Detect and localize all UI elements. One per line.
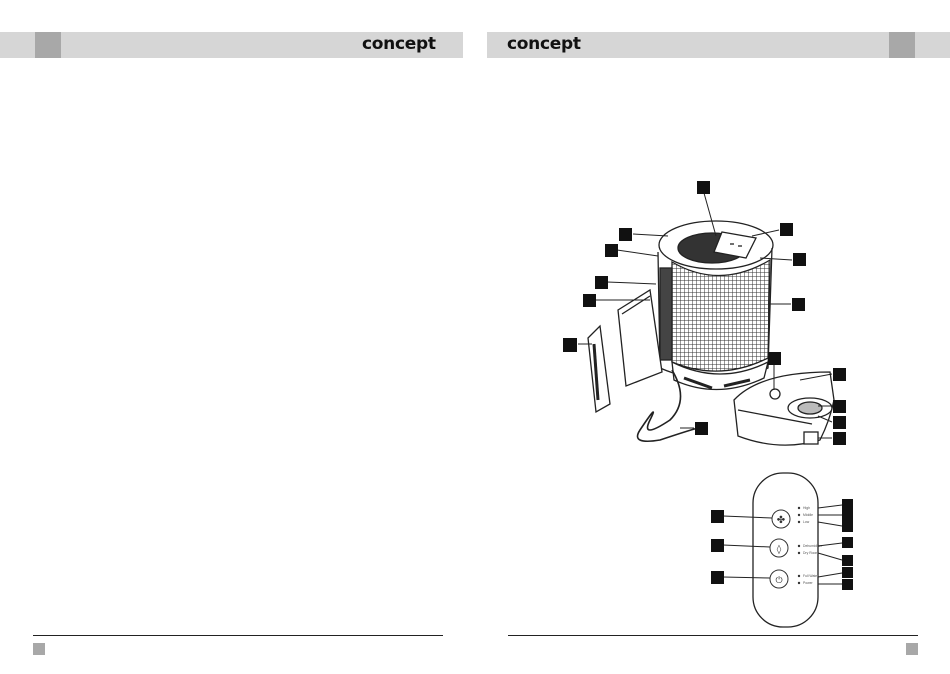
svg-text:⏻: ⏻ <box>775 575 782 586</box>
label-middle: Middle <box>803 513 813 517</box>
label-low: Low <box>803 520 810 524</box>
svg-text:✤: ✤ <box>777 515 785 526</box>
svg-text:◊: ◊ <box>777 544 782 555</box>
remote-control-illustration: ✤ ◊ ⏻ <box>753 473 818 627</box>
label-full-water: Full Water <box>803 574 819 578</box>
label-power: Power <box>803 581 813 585</box>
label-high: High <box>803 506 810 510</box>
label-dry-room: Dry Room <box>803 551 818 555</box>
